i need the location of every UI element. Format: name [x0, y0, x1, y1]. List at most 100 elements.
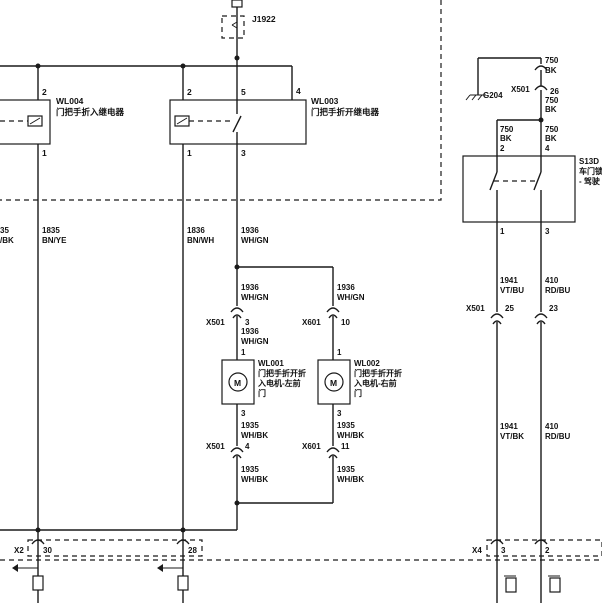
x601-b-pin: 11 [341, 442, 350, 451]
wire-1936-num: 1936 [241, 226, 259, 235]
wire-750b-num: 750 [545, 96, 559, 105]
switch-pin-in-a: 2 [500, 144, 505, 153]
wire-left-num: 35 [0, 226, 9, 235]
x501-left-pin-a: 3 [245, 318, 250, 327]
motor-wl002: M 1 3 WL002 门把手折开折 入电机-右前 门 [317, 348, 402, 446]
connector-x501-top: X501 26 [511, 70, 559, 120]
wire-1936b-color: WH/GN [241, 293, 269, 302]
wire-750c-color: BK [500, 134, 512, 143]
wl003-pin-coil-bottom: 1 [187, 148, 192, 158]
wl002-line2: 入电机-右前 [353, 378, 397, 388]
terminal-left-b [157, 564, 189, 603]
wl002-line3: 门 [354, 388, 362, 398]
x4-pin-a: 3 [501, 546, 506, 555]
wl001-line3: 门 [258, 388, 266, 398]
x501-right-pin-b: 23 [549, 304, 558, 313]
wl004-pin-top: 2 [42, 87, 47, 97]
x601-b-label: X601 [302, 442, 321, 451]
wire-1941a-num: 1941 [500, 276, 518, 285]
connector-x2: X2 30 28 [14, 530, 203, 584]
wl002-pin-top: 1 [337, 348, 342, 357]
x601-a-label: X601 [302, 318, 321, 327]
wire-1836-color: BN/WH [187, 236, 214, 245]
x4-label: X4 [472, 546, 482, 555]
wl001-line2: 入电机-左前 [257, 378, 301, 388]
wire-1941b-num: 1941 [500, 422, 518, 431]
j1922-label: J1922 [252, 14, 276, 24]
switch-pin-out-b: 3 [545, 227, 550, 236]
module-outline [0, 0, 442, 201]
wire-410a-num: 410 [545, 276, 559, 285]
wire-1935d-color: WH/BK [337, 475, 364, 484]
wire-750d-color: BK [545, 134, 557, 143]
connector-x4: X4 3 2 [472, 539, 602, 557]
x501-left-label-b: X501 [206, 442, 225, 451]
terminal-right-a [504, 575, 517, 593]
wl004-pin-bottom: 1 [42, 148, 47, 158]
wire-1935c-num: 1935 [241, 465, 259, 474]
motor-m-icon: M [330, 378, 337, 388]
x2-pin-a: 30 [43, 546, 52, 555]
wl002-pin-bottom: 3 [337, 409, 342, 418]
wire-410b-color: RD/BU [545, 432, 571, 441]
switch-pin-out-a: 1 [500, 227, 505, 236]
wl003-pin-sw-side: 4 [296, 86, 301, 96]
wl003-pin-sw-top: 5 [241, 87, 246, 97]
x2-pin-b: 28 [188, 546, 197, 555]
wl004-code: WL004 [56, 96, 84, 106]
junction-dot [234, 500, 240, 506]
wire-1935b-num: 1935 [337, 421, 355, 430]
junction-dot [234, 264, 240, 270]
x4-pin-b: 2 [545, 546, 550, 555]
wire-410b-num: 410 [545, 422, 559, 431]
motor-wl001: M 1 3 WL001 门把手折开折 入电机-左前 门 [221, 348, 306, 446]
wire-1936d-num: 1936 [241, 327, 259, 336]
wire-1936c-num: 1936 [337, 283, 355, 292]
wl001-pin-bottom: 3 [241, 409, 246, 418]
wire-750c-num: 750 [500, 125, 514, 134]
wl003-name: 门把手折开继电器 [311, 107, 380, 117]
motor-m-icon: M [234, 378, 241, 388]
s13d-line2: - 驾驶 [579, 176, 601, 186]
wl001-line1: 门把手折开折 [258, 368, 306, 378]
x501-left-label: X501 [206, 318, 225, 327]
wl001-code: WL001 [258, 359, 284, 368]
connector-x601-a: X601 10 [302, 307, 350, 360]
connector-x601-b: X601 11 [302, 442, 350, 503]
relay-wl003: 2 5 4 1 3 WL003 门把手折开继电器 [169, 66, 380, 530]
junction-dot [234, 55, 240, 61]
switch-s13d: S13D 车门锁 - 驾驶 [462, 155, 602, 223]
wire-1936b-num: 1936 [241, 283, 259, 292]
s13d-line1: 车门锁 [579, 166, 602, 176]
wire-1935d-num: 1935 [337, 465, 355, 474]
relay-wl004: 2 1 WL004 门把手折入继电器 [0, 66, 125, 530]
wire-750b-color: BK [545, 105, 557, 114]
wl002-code: WL002 [354, 359, 380, 368]
wire-1936c-color: WH/GN [337, 293, 365, 302]
wire-1835-color: BN/YE [42, 236, 67, 245]
top-fuse: J1922 [221, 0, 276, 58]
wl003-pin-coil-top: 2 [187, 87, 192, 97]
wl003-code: WL003 [311, 96, 339, 106]
wire-1941a-color: VT/BU [500, 286, 524, 295]
x501-left-pin-b: 4 [245, 442, 250, 451]
wire-1935a-num: 1935 [241, 421, 259, 430]
wire-1935b-color: WH/BK [337, 431, 364, 440]
ground-g204: G204 [465, 57, 548, 101]
wl001-pin-top: 1 [241, 348, 246, 357]
wire-1936d-color: WH/GN [241, 337, 269, 346]
wire-1935a-color: WH/BK [241, 431, 268, 440]
wire-1941b-color: VT/BK [500, 432, 524, 441]
wl002-line1: 门把手折开折 [354, 368, 402, 378]
wl003-pin-sw-bottom: 3 [241, 148, 246, 158]
x501-right-pin-a: 25 [505, 304, 514, 313]
wl004-name: 门把手折入继电器 [56, 107, 125, 117]
g204-label: G204 [483, 91, 503, 100]
x601-a-pin: 10 [341, 318, 350, 327]
x2-label: X2 [14, 546, 24, 555]
wire-750d-num: 750 [545, 125, 559, 134]
x501-right-label: X501 [466, 304, 485, 313]
wire-750a-num: 750 [545, 56, 559, 65]
wire-1935c-color: WH/BK [241, 475, 268, 484]
